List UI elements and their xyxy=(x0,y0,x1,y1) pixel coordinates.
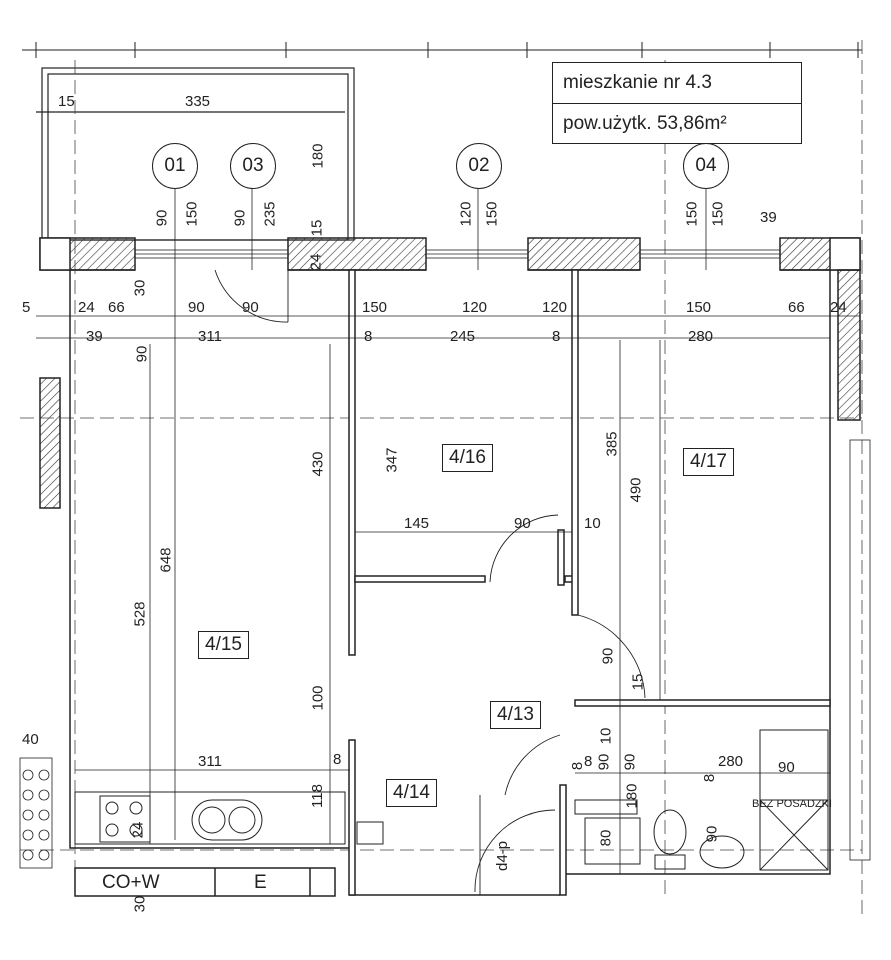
dim-280-a: 280 xyxy=(688,328,714,345)
dim-v-15-a: 15 xyxy=(308,219,326,237)
dim-150-a: 150 xyxy=(362,299,388,316)
dim-39-b: 39 xyxy=(760,209,777,226)
axis-marker-04: 04 xyxy=(683,143,729,189)
dim-120-a: 120 xyxy=(462,299,488,316)
dim-8-a: 8 xyxy=(364,328,373,345)
top-dimension-line xyxy=(22,42,862,58)
dim-v-8-a: 8 xyxy=(701,773,719,783)
label-e: E xyxy=(254,872,267,893)
axis-markers xyxy=(174,185,707,840)
axis-lines xyxy=(20,40,863,920)
dim-v-235: 235 xyxy=(261,201,279,227)
bathroom-fixtures xyxy=(356,729,829,871)
dim-311-a: 311 xyxy=(198,328,222,345)
dim-90-c: 90 xyxy=(514,515,531,532)
dim-v-385: 385 xyxy=(603,431,621,457)
dim-10: 10 xyxy=(584,515,601,532)
dim-v-10: 10 xyxy=(597,727,615,745)
dim-v-90-b: 90 xyxy=(231,209,249,227)
dim-v-80: 80 xyxy=(597,829,615,847)
dim-v-90-g: 90 xyxy=(703,825,721,843)
dim-v-430: 430 xyxy=(309,451,327,477)
dim-v-90-e: 90 xyxy=(595,753,613,771)
dim-24-b: 24 xyxy=(830,299,847,316)
dim-v-150-a: 150 xyxy=(183,201,201,227)
room-label-4-17: 4/17 xyxy=(683,448,734,476)
kitchen-counter xyxy=(74,791,346,845)
dim-311-b: 311 xyxy=(198,753,222,770)
dim-v-30-a: 30 xyxy=(131,279,149,297)
dim-280-b: 280 xyxy=(718,753,744,770)
dim-8-d: 8 xyxy=(584,753,593,770)
apartment-info-box: mieszkanie nr 4.3 pow.użytk. 53,86m² xyxy=(552,62,802,144)
dim-8-c: 8 xyxy=(333,751,342,768)
dim-v-150-b: 150 xyxy=(483,201,501,227)
dim-v-347: 347 xyxy=(383,447,401,473)
dim-v-24-b: 24 xyxy=(129,821,147,839)
dim-120-b: 120 xyxy=(542,299,568,316)
windows xyxy=(134,249,781,259)
dim-v-150-c: 150 xyxy=(683,201,701,227)
dim-v-100: 100 xyxy=(309,685,327,711)
dim-v-90-d: 90 xyxy=(599,647,617,665)
doors xyxy=(214,269,646,895)
dim-v-180-b: 180 xyxy=(623,783,641,809)
dim-245: 245 xyxy=(450,328,476,345)
room-label-4-13: 4/13 xyxy=(490,701,541,729)
balcony xyxy=(36,67,355,241)
dim-v-8-b: 8 xyxy=(569,761,587,771)
dim-40: 40 xyxy=(22,731,39,748)
dim-v-528: 528 xyxy=(131,601,149,627)
dim-90-d: 90 xyxy=(778,759,795,776)
interior-walls xyxy=(69,269,831,897)
dim-v-118: 118 xyxy=(308,784,326,808)
dim-5: 5 xyxy=(22,299,31,316)
label-no-floor: BEZ POSADZKI xyxy=(752,798,833,810)
dim-v-490: 490 xyxy=(627,477,645,503)
label-duct: d4-p xyxy=(494,840,512,872)
dim-150-b: 150 xyxy=(686,299,712,316)
dim-66-b: 66 xyxy=(788,299,805,316)
room-label-4-16: 4/16 xyxy=(442,444,493,472)
left-wall-tiles xyxy=(19,439,871,869)
axis-marker-01: 01 xyxy=(152,143,198,189)
dim-v-24-a: 24 xyxy=(307,253,325,271)
dim-39: 39 xyxy=(86,328,103,345)
dim-145: 145 xyxy=(404,515,430,532)
dim-v-150-d: 150 xyxy=(709,201,727,227)
dim-v-90-f: 90 xyxy=(621,753,639,771)
dim-v-15-b: 15 xyxy=(629,673,647,691)
room-label-4-14: 4/14 xyxy=(386,779,437,807)
apartment-title: mieszkanie nr 4.3 xyxy=(563,72,712,93)
dim-v-180-a: 180 xyxy=(309,143,327,169)
dim-90-a: 90 xyxy=(188,299,205,316)
dimension-leaders xyxy=(36,315,860,874)
dim-v-90-a: 90 xyxy=(153,209,171,227)
dim-8-b: 8 xyxy=(552,328,561,345)
apartment-area: pow.użytk. 53,86m² xyxy=(553,103,801,144)
axis-marker-03: 03 xyxy=(230,143,276,189)
room-label-4-15: 4/15 xyxy=(198,631,249,659)
dim-24: 24 xyxy=(78,299,95,316)
dim-66: 66 xyxy=(108,299,125,316)
dim-15: 15 xyxy=(58,93,75,110)
label-co-w: CO+W xyxy=(102,872,160,893)
dim-335: 335 xyxy=(185,93,211,110)
dim-90-b: 90 xyxy=(242,299,259,316)
dim-v-120: 120 xyxy=(457,201,475,227)
dim-v-30-b: 30 xyxy=(131,895,149,913)
axis-marker-02: 02 xyxy=(456,143,502,189)
dim-v-648: 648 xyxy=(157,547,175,573)
dim-v-90-c: 90 xyxy=(133,345,151,363)
